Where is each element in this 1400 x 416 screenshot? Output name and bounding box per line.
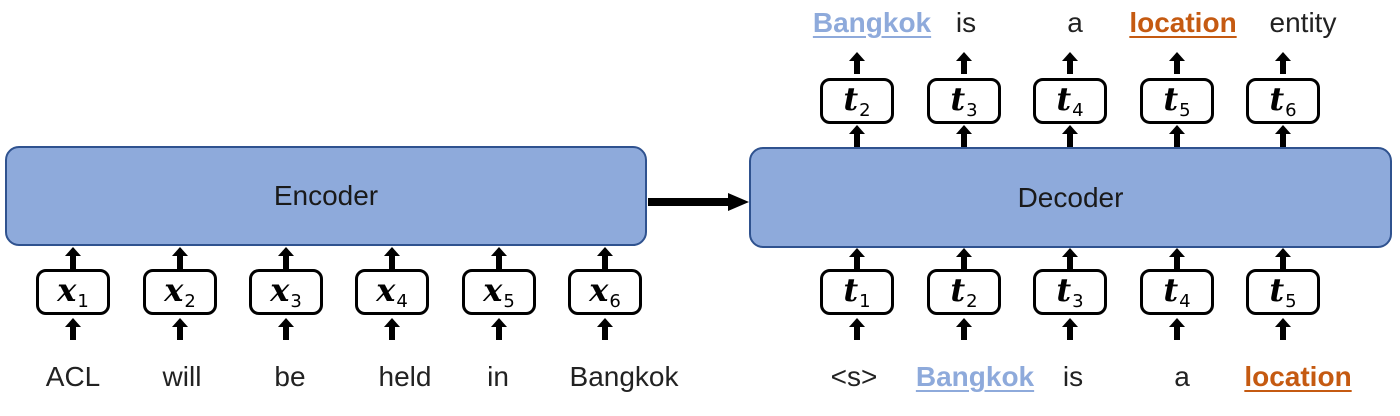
decoder-input-word: is [1062, 361, 1084, 392]
encoder-input-word: ACL [45, 361, 101, 392]
encoder-input-arrow-up [278, 247, 294, 269]
decoder-output-word-arrow-up [1169, 52, 1185, 74]
decoder-input-token-symbol: t1 [843, 270, 871, 312]
encoder-input-word: in [487, 361, 509, 392]
encoder-input-arrow-up [491, 247, 507, 269]
decoder-output-word: is [955, 7, 977, 38]
encoder-label: Encoder [273, 180, 379, 211]
encoder-word-arrow-up [384, 318, 400, 340]
decoder-word-arrow-up [1275, 318, 1291, 340]
decoder-input-arrow-up [1275, 248, 1291, 270]
decoder-input-token: t2 [927, 269, 1001, 315]
encoder-input-token-symbol: x4 [376, 270, 408, 312]
encoder-input-token-symbol: x5 [483, 270, 515, 312]
decoder-word-arrow-up [1062, 318, 1078, 340]
encoder-input-arrow-up [597, 247, 613, 269]
decoder-output-token: t5 [1140, 78, 1214, 124]
encoder-input-token: x6 [568, 269, 642, 315]
decoder-output-token-symbol: t3 [950, 79, 978, 121]
decoder-output-token-symbol: t6 [1269, 79, 1297, 121]
decoder-output-token: t3 [927, 78, 1001, 124]
decoder-input-token: t3 [1033, 269, 1107, 315]
decoder-output-arrow-up [1062, 125, 1078, 147]
encoder-input-word: Bangkok [569, 361, 679, 392]
decoder-input-token-symbol: t5 [1269, 270, 1297, 312]
decoder-input-word: Bangkok [915, 361, 1035, 392]
encoder-word-arrow-up [491, 318, 507, 340]
encoder-input-word: held [378, 361, 432, 392]
encoder-input-token: x5 [462, 269, 536, 315]
decoder-output-token: t4 [1033, 78, 1107, 124]
decoder-input-token-symbol: t4 [1163, 270, 1191, 312]
encoder-input-word: be [274, 361, 306, 392]
encoder-input-arrow-up [384, 247, 400, 269]
decoder-output-word-arrow-up [1275, 52, 1291, 74]
encoder-word-arrow-up [597, 318, 613, 340]
encoder-input-token: x2 [143, 269, 217, 315]
encoder-word-arrow-up [65, 318, 81, 340]
encoder-block: Encoder [5, 146, 647, 246]
encoder-input-token: x4 [355, 269, 429, 315]
decoder-output-word-arrow-up [1062, 52, 1078, 74]
decoder-word-arrow-up [956, 318, 972, 340]
decoder-input-arrow-up [956, 248, 972, 270]
encoder-input-token: x3 [249, 269, 323, 315]
encoder-input-token-symbol: x1 [57, 270, 89, 312]
decoder-output-token-symbol: t5 [1163, 79, 1191, 121]
decoder-input-token-symbol: t3 [1056, 270, 1084, 312]
decoder-output-token-symbol: t2 [843, 79, 871, 121]
encoder-word-arrow-up [278, 318, 294, 340]
decoder-input-arrow-up [849, 248, 865, 270]
decoder-output-word: location [1129, 7, 1237, 38]
decoder-output-word: entity [1269, 7, 1337, 38]
encoder-input-token-symbol: x2 [164, 270, 196, 312]
decoder-word-arrow-up [849, 318, 865, 340]
encoder-input-arrow-up [65, 247, 81, 269]
encoder-word-arrow-up [172, 318, 188, 340]
encoder-input-token-symbol: x6 [589, 270, 621, 312]
decoder-input-word: a [1174, 361, 1190, 392]
decoder-output-arrow-up [956, 125, 972, 147]
decoder-output-token-symbol: t4 [1056, 79, 1084, 121]
decoder-input-word: <s> [830, 361, 878, 392]
decoder-input-arrow-up [1169, 248, 1185, 270]
decoder-output-arrow-up [1169, 125, 1185, 147]
decoder-output-word: a [1067, 7, 1083, 38]
encoder-input-arrow-up [172, 247, 188, 269]
decoder-input-token-symbol: t2 [950, 270, 978, 312]
decoder-output-token: t6 [1246, 78, 1320, 124]
decoder-block: Decoder [749, 147, 1392, 248]
decoder-output-word-arrow-up [849, 52, 865, 74]
decoder-input-token: t4 [1140, 269, 1214, 315]
encoder-input-word: will [162, 361, 202, 392]
decoder-output-arrow-up [1275, 125, 1291, 147]
decoder-input-token: t5 [1246, 269, 1320, 315]
decoder-output-word: Bangkok [812, 7, 932, 38]
decoder-input-token: t1 [820, 269, 894, 315]
decoder-input-arrow-up [1062, 248, 1078, 270]
decoder-output-arrow-up [849, 125, 865, 147]
decoder-label: Decoder [1017, 181, 1124, 213]
decoder-output-word-arrow-up [956, 52, 972, 74]
decoder-output-token: t2 [820, 78, 894, 124]
decoder-input-word: location [1244, 361, 1352, 392]
decoder-word-arrow-up [1169, 318, 1185, 340]
encoder-input-token: x1 [36, 269, 110, 315]
encoder-input-token-symbol: x3 [270, 270, 302, 312]
